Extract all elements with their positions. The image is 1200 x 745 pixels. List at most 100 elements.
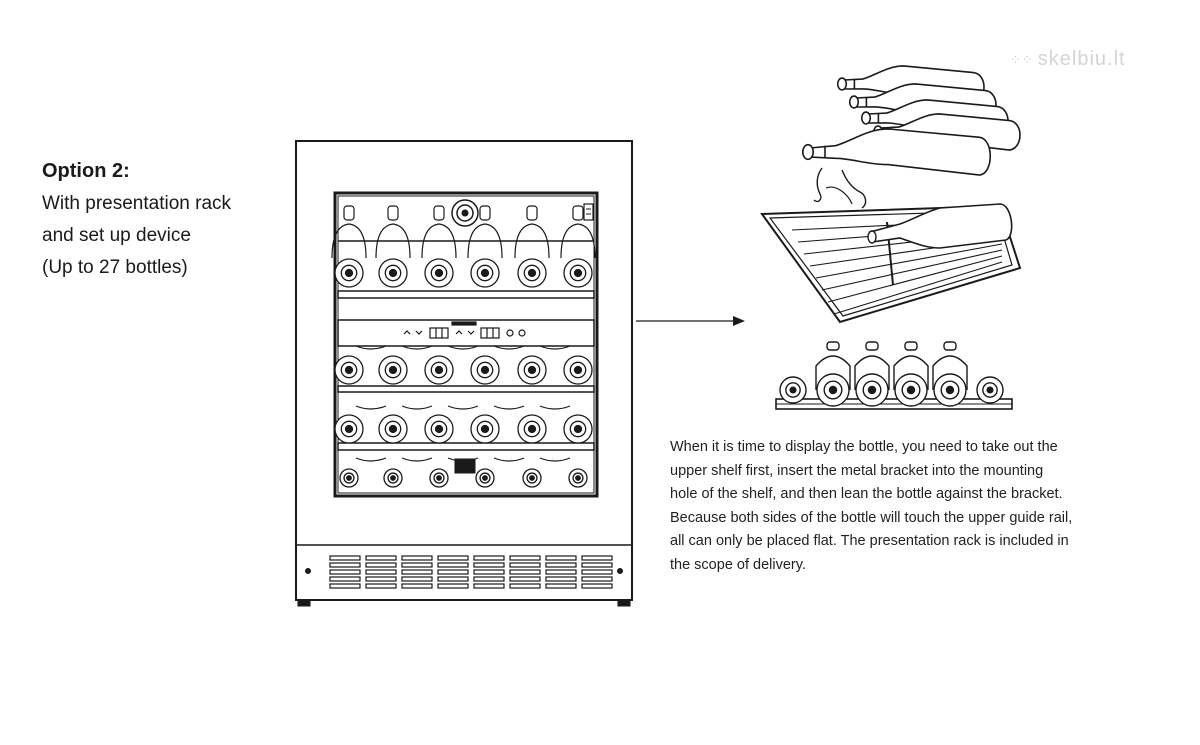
grille-slot: [329, 562, 361, 568]
bottle-top: [493, 457, 525, 462]
grille-slot: [581, 583, 613, 589]
bottle-row-illustration: [775, 341, 1013, 410]
row-bottle-neck: [904, 341, 918, 351]
bottle-base-ring: [569, 420, 587, 438]
grille-slot: [365, 569, 397, 575]
bottle-base-ring: [476, 264, 494, 282]
bottle-base-center: [434, 268, 444, 278]
bottle-top: [401, 457, 433, 462]
bottle-top: [447, 345, 479, 350]
description-line-4: Because both sides of the bottle will to…: [670, 509, 1073, 526]
bottle-base-ring: [387, 472, 399, 484]
bottle-base-center: [388, 268, 398, 278]
bottle-neck: [526, 205, 538, 221]
bottle-base-ring: [523, 361, 541, 379]
grille-slot: [545, 569, 577, 575]
bottle-base-center: [527, 365, 537, 375]
bottle-base-center: [573, 268, 583, 278]
grille-slot: [401, 562, 433, 568]
description-line-3: hole of the shelf, and then lean the bot…: [670, 486, 1063, 502]
bottle-neck: [387, 205, 399, 221]
description-line-2: upper shelf first, insert the metal brac…: [670, 462, 1044, 479]
bottle-neck: [479, 205, 491, 221]
bottle-base-ring: [430, 420, 448, 438]
fridge-illustration: [295, 140, 633, 607]
rack-rail: [833, 261, 1003, 315]
row-bottle-center: [986, 386, 994, 394]
grille-slot: [365, 562, 397, 568]
bottle-top: [539, 405, 571, 410]
row-bottle-neck: [865, 341, 879, 351]
bottle-base-ring: [569, 264, 587, 282]
grille-slot: [365, 555, 397, 561]
grille-slot: [437, 569, 469, 575]
grille-slot: [365, 576, 397, 582]
bottle-base-ring: [433, 472, 445, 484]
grille-slot: [401, 569, 433, 575]
bottle-top: [355, 405, 387, 410]
bottle-neck: [433, 205, 445, 221]
description-line-1: When it is time to display the bottle, y…: [670, 439, 1058, 455]
bottle-neck: [572, 205, 584, 221]
rack-rail: [815, 243, 1003, 279]
grille-slot: [329, 569, 361, 575]
bottle-base-center: [344, 268, 354, 278]
bottle-body: [467, 223, 503, 259]
bottle-cork: [801, 143, 814, 161]
bottle-base-center: [480, 365, 490, 375]
row-bottle-neck: [826, 341, 840, 351]
grille-slot: [329, 576, 361, 582]
bottle-base-center: [434, 424, 444, 434]
grille-slot: [401, 555, 433, 561]
bottle-cork: [860, 111, 872, 125]
grille-slot: [509, 583, 541, 589]
row-bottle-ring: [901, 380, 921, 400]
row-bottle-center: [906, 385, 916, 395]
bottle-base-ring: [384, 361, 402, 379]
bottle-base-center: [480, 424, 490, 434]
bottle-top: [493, 345, 525, 350]
grille-slot: [365, 583, 397, 589]
bottle-body: [514, 223, 550, 259]
grille-slot: [581, 555, 613, 561]
grille-slot: [329, 583, 361, 589]
bottle-base-center: [388, 424, 398, 434]
bottle-base-ring: [476, 361, 494, 379]
bottle-base-ring: [523, 264, 541, 282]
description-line-5: all can only be placed flat. The present…: [670, 533, 1069, 549]
grille-slot: [581, 576, 613, 582]
grille-slot: [473, 569, 505, 575]
bottle-top: [355, 345, 387, 350]
bottle-base-center: [480, 268, 490, 278]
grille-slot: [329, 555, 361, 561]
row-bottle-center: [789, 386, 797, 394]
bottle-base-ring: [476, 420, 494, 438]
watermark-text: skelbiu.lt: [1037, 48, 1126, 70]
row-bottle-neck: [943, 341, 957, 351]
bottle-base-ring: [479, 472, 491, 484]
bottle-body: [375, 223, 411, 259]
grille-slot: [401, 583, 433, 589]
bottle-base-center: [388, 365, 398, 375]
row-bottle-ring: [982, 382, 998, 398]
grille-slot: [437, 583, 469, 589]
grille-slot: [581, 562, 613, 568]
bottle-base-ring: [384, 420, 402, 438]
bottle-base-center: [346, 475, 352, 481]
description-line-6: the scope of delivery.: [670, 556, 806, 573]
grille-slot: [545, 583, 577, 589]
grille-slot: [509, 576, 541, 582]
bottle-base-center: [344, 365, 354, 375]
grille-slot: [545, 576, 577, 582]
bottle-base-center: [527, 268, 537, 278]
bottle-base-ring: [526, 472, 538, 484]
bottle-body: [560, 223, 596, 259]
bottle-base-center: [436, 475, 442, 481]
bottle-base-center: [573, 424, 583, 434]
bottle-base-ring: [340, 264, 358, 282]
option-line-1: With presentation rack: [42, 193, 232, 214]
bottle-top: [355, 457, 387, 462]
grille-slot: [509, 562, 541, 568]
row-bottle-center: [867, 385, 877, 395]
